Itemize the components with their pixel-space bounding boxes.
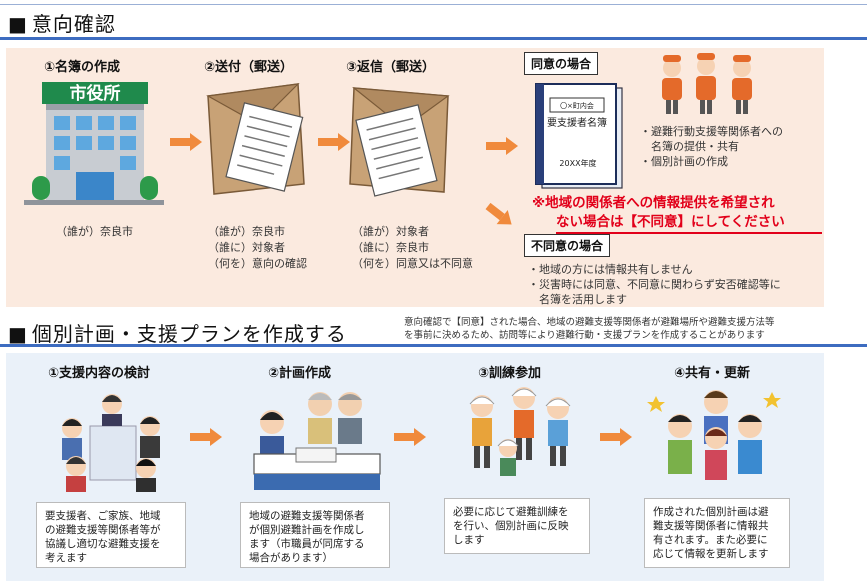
step2-who: （誰が）奈良市	[208, 225, 285, 238]
plan-step2-title: ②計画作成	[268, 366, 332, 381]
step2-what: （何を）意向の確認	[208, 257, 307, 270]
section2-note-2: を事前に決めるため、訪問等により避難行動・支援プランを作成することがあります	[404, 330, 765, 341]
disagree-bullet-1: ・地域の方には情報共有しません	[528, 263, 693, 276]
square-bullet-icon: ■	[8, 12, 28, 36]
square-bullet-icon: ■	[8, 322, 28, 346]
drill-illustration	[469, 387, 571, 476]
planning-illustration	[253, 392, 381, 490]
city-hall-illustration: 市役所	[24, 82, 164, 205]
step3-what: （何を）同意又は不同意	[352, 257, 473, 270]
volunteers-illustration	[662, 53, 752, 114]
plan-step4-title: ④共有・更新	[674, 366, 751, 381]
step3-to: （誰に）奈良市	[352, 241, 429, 254]
step1-title: ①名簿の作成	[44, 60, 121, 75]
binder-label-main: 要支援者名簿	[547, 116, 607, 129]
envelope-letter-illustration	[206, 83, 305, 195]
agree-bullet-2: 名簿の提供・共有	[640, 140, 739, 153]
plan-step2-desc: 地域の避難支援等関係者 が個別避難計画を作成し ます（市職員が同席する 場合があ…	[240, 502, 390, 568]
disagree-bullet-3: 名簿を活用します	[528, 293, 627, 306]
disagree-bullet-2: ・災害時には同意、不同意に関わらず安否確認等に	[528, 278, 781, 291]
agree-bullet-1: ・避難行動支援等関係者への	[640, 125, 783, 138]
section2-rule	[0, 344, 867, 347]
sharing-illustration	[647, 390, 781, 480]
meeting-illustration	[62, 394, 160, 492]
roster-binder-illustration: 〇×町内会 要支援者名簿 20XX年度	[535, 83, 623, 189]
section1-rule	[0, 37, 867, 40]
envelope-return-illustration	[349, 87, 450, 197]
plan-step1-title: ①支援内容の検討	[48, 366, 151, 381]
agree-label: 同意の場合	[524, 52, 599, 75]
warning-line-2: ない場合は【不同意】にしてください	[556, 214, 785, 230]
section2-title: ■個別計画・支援プランを作成する	[8, 322, 347, 346]
warning-line-1: ※地域の関係者への情報提供を希望され	[532, 195, 775, 211]
section1-title: ■意向確認	[8, 12, 116, 36]
step3-title: ③返信（郵送）	[346, 60, 436, 75]
step2-title: ②送付（郵送）	[204, 60, 294, 75]
plan-step1-desc: 要支援者、ご家族、地域 の避難支援等関係者等が 協議し適切な避難支援を 考えます	[36, 502, 186, 568]
section2-note-1: 意向確認で【同意】された場合、地域の避難支援等関係者が避難場所や避難支援方法等	[404, 317, 775, 328]
disagree-label: 不同意の場合	[524, 234, 611, 257]
step1-who: （誰が）奈良市	[56, 225, 133, 238]
city-hall-sign: 市役所	[70, 83, 121, 104]
plan-step3-desc: 必要に応じて避難訓練を を行い、個別計画に反映 します	[444, 498, 590, 554]
plan-step4-desc: 作成された個別計画は避 難支援等関係者に情報共 有されます。また必要に 応じて情…	[644, 498, 790, 568]
top-rule	[0, 4, 867, 5]
binder-label-top: 〇×町内会	[560, 101, 594, 110]
step2-to: （誰に）対象者	[208, 241, 285, 254]
binder-year: 20XX年度	[559, 158, 596, 168]
agree-bullet-3: ・個別計画の作成	[640, 155, 728, 168]
plan-step3-title: ③訓練参加	[478, 366, 542, 381]
step3-who: （誰が）対象者	[352, 225, 429, 238]
warning-underline	[556, 232, 822, 234]
